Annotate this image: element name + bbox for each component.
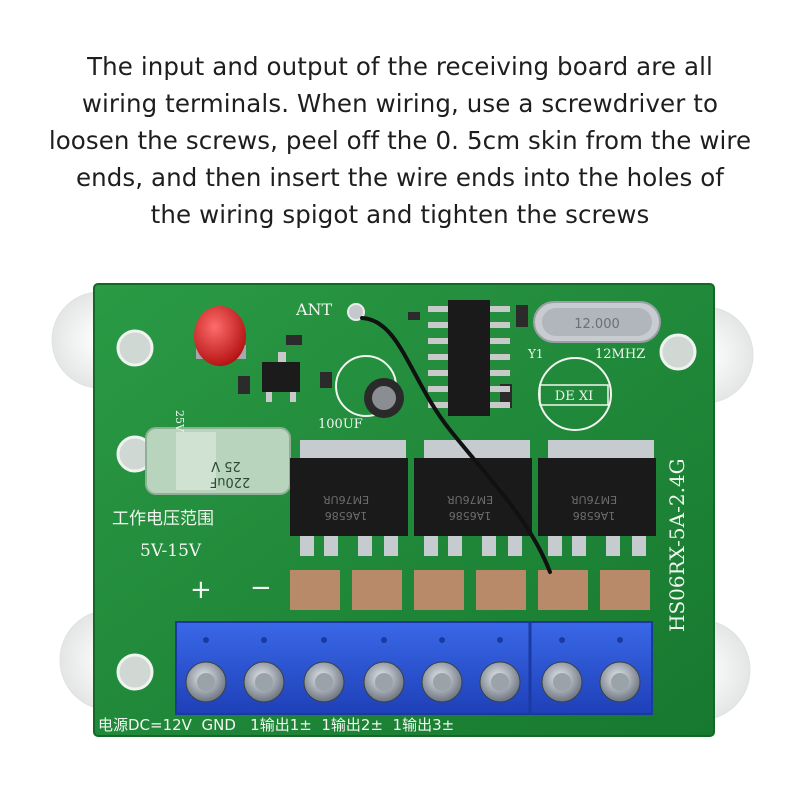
chip-1-marking-2: 1A6586 <box>325 509 368 522</box>
screw-icon <box>599 661 641 703</box>
caption-line-4: ends, and then insert the wire ends into… <box>75 163 725 192</box>
screw-icon <box>479 661 521 703</box>
screw-icon <box>421 661 463 703</box>
decoder-ic <box>428 300 510 416</box>
driver-chip-2: EM76UR 1A6586 <box>414 440 532 556</box>
module-outline: DE XI <box>538 357 612 431</box>
driver-chip-3: EM76UR 1A6586 <box>538 440 656 556</box>
caption-line-5: the wiring spigot and tighten the screws <box>150 200 650 229</box>
voltage-title: 工作电压范围 <box>112 509 214 529</box>
screw-icon <box>243 661 285 703</box>
chip-3-marking-2: 1A6586 <box>573 509 616 522</box>
large-capacitor: 220uF 25 V <box>145 427 291 495</box>
screw-icon <box>303 661 345 703</box>
driver-chip-1: EM76UR 1A6586 <box>290 440 408 556</box>
mounting-holes <box>116 329 697 691</box>
driver-chips: EM76UR 1A6586 EM76UR 1A6586 EM76UR 1A658… <box>290 440 656 556</box>
led <box>194 306 246 366</box>
big-cap-marking-2: 25 V <box>211 458 241 473</box>
antenna-pad <box>347 303 365 321</box>
terminal-block <box>175 621 653 715</box>
big-cap-marking-1: 220uF <box>210 474 251 489</box>
antenna-label: ANT <box>295 300 333 319</box>
voltage-range: 5V-15V <box>140 541 202 561</box>
screw-icon <box>363 661 405 703</box>
copper-pads <box>290 570 650 610</box>
plus-sign: + <box>190 575 212 605</box>
crystal: 12.000 <box>533 301 661 343</box>
minus-sign: − <box>250 573 272 603</box>
caption-line-2: wiring terminals. When wiring, use a scr… <box>81 89 719 118</box>
crystal-marking: 12.000 <box>574 317 620 332</box>
chip-1-marking-1: EM76UR <box>323 493 369 506</box>
smd-parts <box>238 305 528 408</box>
chip-2-marking-1: EM76UR <box>447 493 493 506</box>
chip-3-marking-1: EM76UR <box>571 493 617 506</box>
caption-line-3: loosen the screws, peel off the 0. 5cm s… <box>48 126 752 155</box>
terminal-labels: 电源DC=12V GND 1输出1± 1输出2± 1输出3± <box>98 716 454 734</box>
terminal-screws <box>185 661 641 703</box>
screw-icon <box>185 661 227 703</box>
small-cap-label: 100UF <box>318 417 363 432</box>
caption: The input and output of the receiving bo… <box>40 48 760 233</box>
big-cap-side-label: 25V <box>173 410 186 433</box>
module-label: DE XI <box>555 389 593 404</box>
crystal-freq: 12MHZ <box>595 347 645 362</box>
small-capacitor <box>335 355 404 418</box>
chip-2-marking-2: 1A6586 <box>449 509 492 522</box>
model-label: HS06RX-5A-2.4G <box>665 458 689 632</box>
screw-icon <box>541 661 583 703</box>
antenna-wire <box>360 316 552 574</box>
crystal-ref: Y1 <box>527 347 544 361</box>
caption-line-1: The input and output of the receiving bo… <box>87 52 713 81</box>
